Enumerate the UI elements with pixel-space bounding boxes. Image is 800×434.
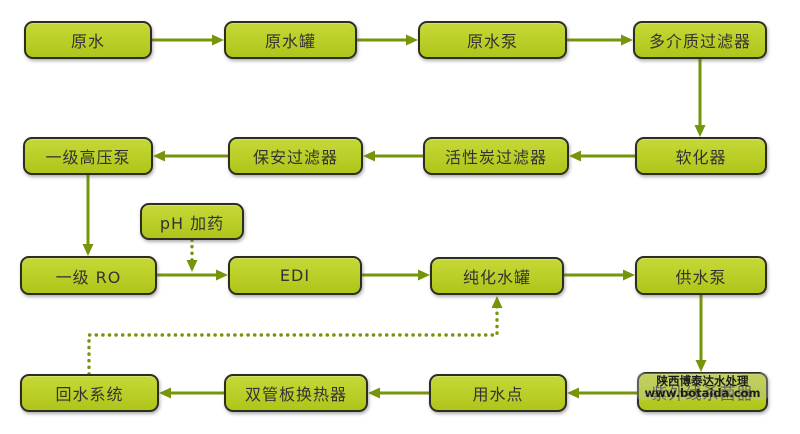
- arrowhead-edi-purified-water-tank: [418, 269, 430, 281]
- arrowhead-carbon-filter-security-filter: [363, 150, 375, 162]
- arrowhead-supply-pump-uv-sterilizer: [695, 360, 707, 372]
- node-label-ro-1: 一级 RO: [55, 267, 122, 287]
- node-label-carbon-filter: 活性炭过滤器: [444, 148, 547, 167]
- node-ro-1: 一级 RO: [20, 256, 157, 295]
- arrowhead-multimedia-filter-softener: [694, 125, 706, 137]
- node-label-raw-water-tank: 原水罐: [264, 32, 316, 51]
- node-label-use-point: 用水点: [472, 385, 524, 404]
- node-purified-water-tank: 纯化水罐: [430, 257, 564, 295]
- node-label-security-filter: 保安过滤器: [252, 148, 338, 167]
- node-label-heat-exchanger: 双管板换热器: [244, 385, 347, 404]
- arrowhead-return-system-purified-water-tank: [491, 296, 503, 308]
- node-label-multimedia-filter: 多介质过滤器: [648, 32, 751, 51]
- node-security-filter: 保安过滤器: [228, 137, 363, 175]
- arrowhead-uv-sterilizer-use-point: [567, 387, 579, 399]
- node-label-edi: EDI: [279, 266, 311, 285]
- node-multimedia-filter: 多介质过滤器: [633, 21, 767, 59]
- node-carbon-filter: 活性炭过滤器: [423, 137, 569, 175]
- node-supply-pump: 供水泵: [635, 256, 767, 295]
- node-edi: EDI: [228, 256, 362, 295]
- arrowhead-raw-water-tank-raw-water-pump: [406, 34, 418, 46]
- node-softener: 软化器: [635, 137, 767, 175]
- arrowhead-raw-water-pump-multimedia-filter: [621, 34, 633, 46]
- node-label-raw-water-pump: 原水泵: [466, 32, 518, 51]
- arrowhead-heat-exchanger-return-system: [159, 387, 171, 399]
- node-label-raw-water: 原水: [70, 32, 105, 51]
- arrowhead-security-filter-hp-pump-1: [153, 150, 165, 162]
- arrowhead-use-point-heat-exchanger: [368, 387, 380, 399]
- node-raw-water: 原水: [24, 21, 152, 59]
- node-hp-pump-1: 一级高压泵: [23, 137, 153, 175]
- arrowhead-purified-water-tank-supply-pump: [623, 269, 635, 281]
- node-raw-water-tank: 原水罐: [224, 21, 357, 59]
- node-label-uv-sterilizer: 紫外线杀菌器: [651, 384, 754, 403]
- arrowhead-softener-carbon-filter: [569, 150, 581, 162]
- edge-return-system-purified-water-tank: [87, 303, 499, 376]
- node-label-hp-pump-1: 一级高压泵: [45, 148, 131, 167]
- node-label-purified-water-tank: 纯化水罐: [462, 268, 531, 287]
- node-return-system: 回水系统: [20, 374, 159, 412]
- node-label-return-system: 回水系统: [55, 385, 124, 404]
- node-label-ph-dosing: pH 加药: [159, 213, 225, 233]
- node-raw-water-pump: 原水泵: [418, 21, 567, 59]
- node-label-softener: 软化器: [675, 148, 727, 167]
- arrowhead-hp-pump-1-ro-1: [82, 244, 94, 256]
- node-ph-dosing: pH 加药: [140, 203, 244, 240]
- node-uv-sterilizer: 紫外线杀菌器: [637, 372, 768, 412]
- arrowhead-ro-1-edi: [216, 269, 228, 281]
- node-heat-exchanger: 双管板换热器: [224, 374, 368, 412]
- arrowhead-raw-water-raw-water-tank: [212, 34, 224, 46]
- arrowhead-ph-dosing-ro-edi-line: [186, 260, 198, 272]
- node-use-point: 用水点: [429, 374, 567, 412]
- node-label-supply-pump: 供水泵: [675, 267, 727, 287]
